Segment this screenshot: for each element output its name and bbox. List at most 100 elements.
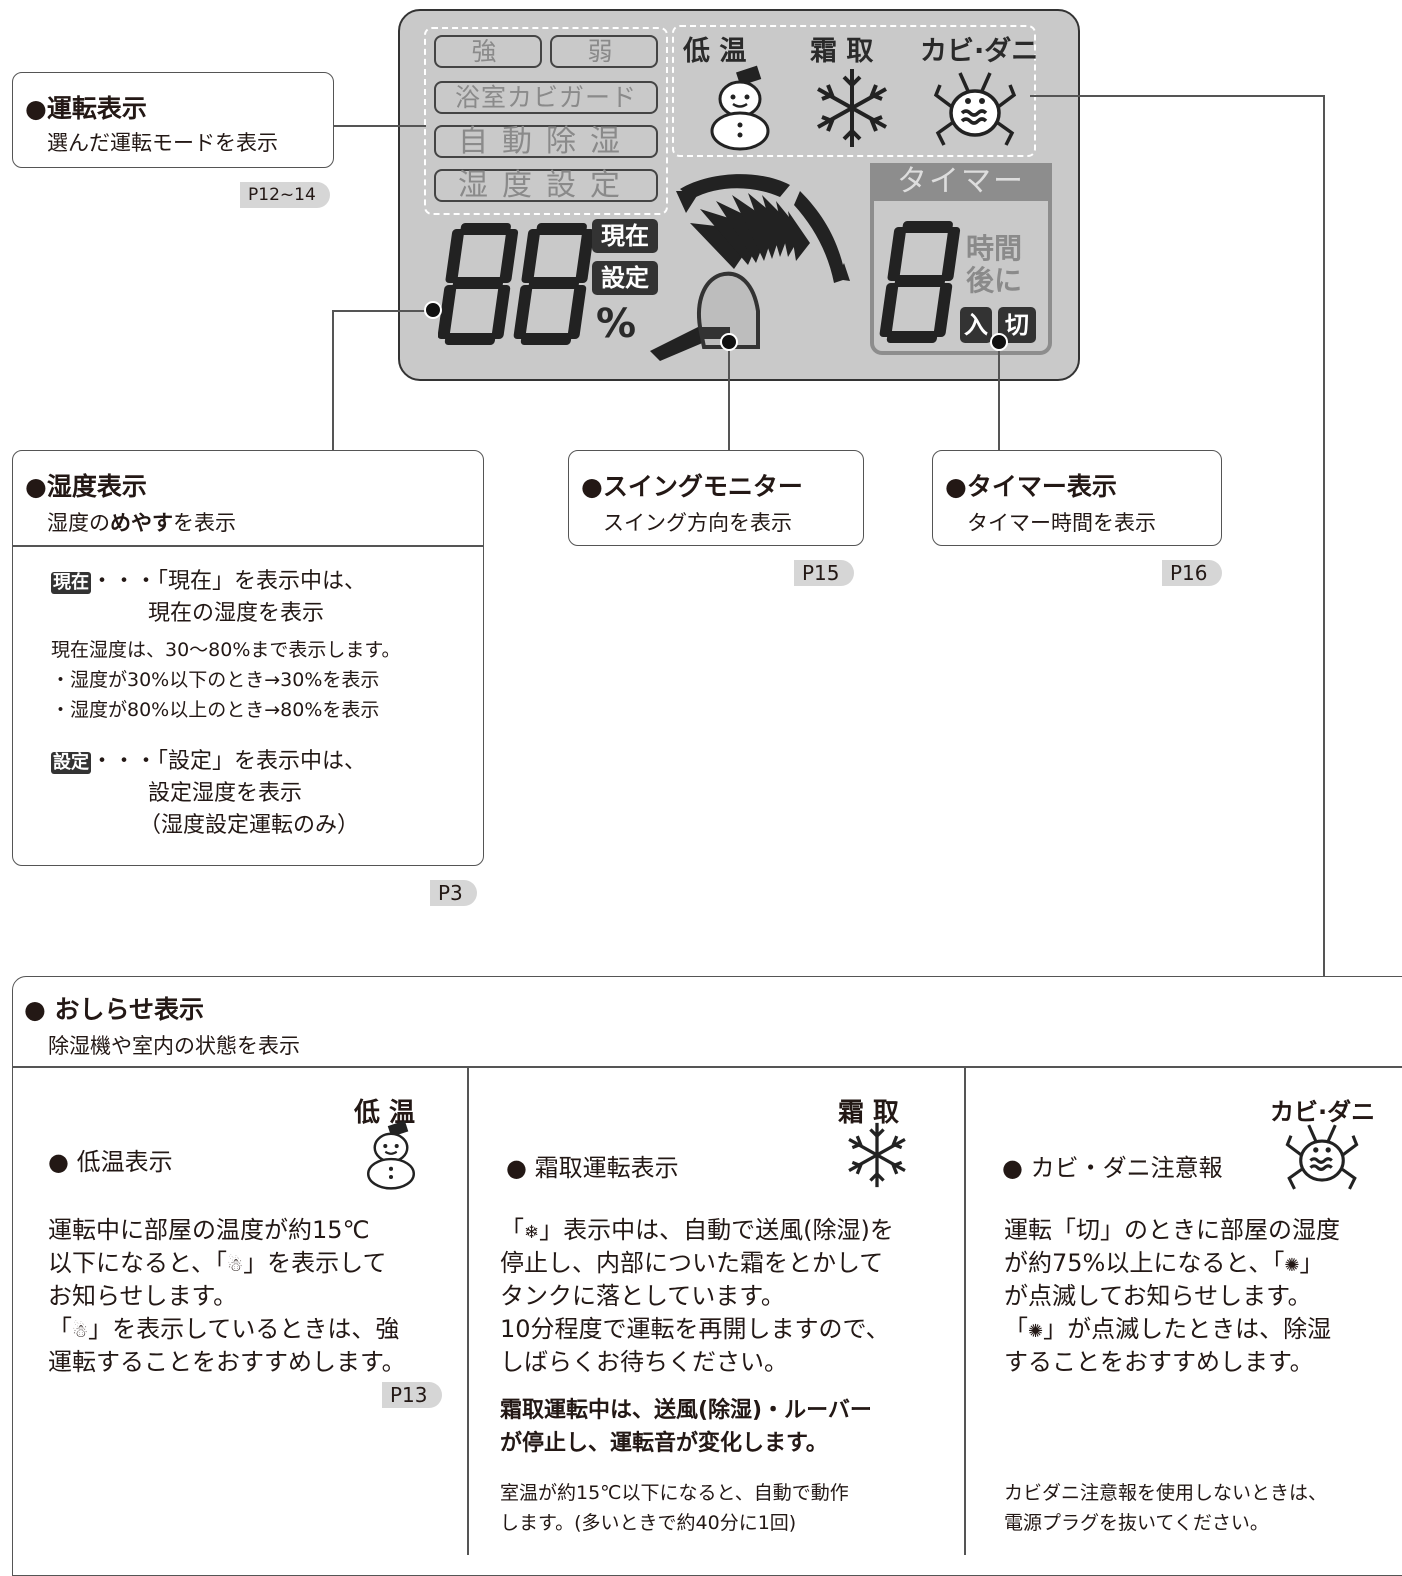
defrost-small1: 室温が約15℃以下になると、自動で動作 [500, 1482, 849, 1504]
range-note: 現在湿度は、30〜80%まで表示します。 [51, 639, 401, 661]
low-temp-page-ref: P13 [382, 1382, 442, 1408]
lcd-mode-auto: 自動除湿 [434, 125, 658, 158]
defrost-line4: 10分程度で運転を再開しますので、 [500, 1315, 890, 1343]
snowflake-inline-icon: ❄ [524, 1222, 540, 1243]
low-temp-line1: 運転中に部屋の温度が約15℃ [48, 1216, 370, 1244]
timer-title: ●タイマー表示 [945, 472, 1117, 501]
setting-line2: 設定湿度を表示 [148, 781, 303, 806]
lcd-defrost-label: 霜 取 [810, 36, 874, 67]
low-temp-line3: お知らせします。 [48, 1282, 238, 1310]
operation-title: ●運転表示 [25, 94, 147, 123]
leader-swing [728, 346, 730, 450]
low-temp-line5: 運転することをおすすめします。 [48, 1348, 406, 1376]
operation-callout: ●運転表示 選んだ運転モードを表示 [12, 72, 334, 168]
humidity-dot [424, 301, 442, 319]
humidity-desc: 湿度のめやすを表示 [47, 511, 236, 535]
mode-group [424, 27, 668, 215]
operation-desc: 選んだ運転モードを表示 [47, 131, 278, 155]
notice-col-divider-1 [467, 1066, 469, 1555]
swing-dot [720, 333, 738, 351]
notice-desc: 除湿機や室内の状態を表示 [48, 1034, 300, 1058]
current-line2: 現在の湿度を表示 [148, 601, 325, 626]
timer-digit [879, 221, 961, 343]
mold-line4: 「✺」が点滅したときは、除湿 [1004, 1315, 1332, 1343]
defrost-bold2: が停止し、運転音が変化します。 [500, 1431, 828, 1456]
humidity-digits [438, 223, 594, 345]
defrost-snowflake-icon [848, 1122, 906, 1188]
leader-notice-v [1323, 95, 1325, 977]
leader-operation [334, 125, 426, 127]
snowman-inline-icon: ☃ [72, 1321, 89, 1342]
mite-inline-icon: ✺ [1028, 1321, 1044, 1342]
setting-line3: （湿度設定運転のみ） [139, 813, 360, 838]
lcd-mode-bath: 浴室カビガード [434, 81, 658, 114]
swing-callout: ●スイングモニター スイング方向を表示 [568, 450, 864, 546]
lcd-setting-badge: 設定 [592, 261, 658, 295]
lcd-current-badge: 現在 [592, 219, 658, 253]
lcd-mode-weak: 弱 [550, 35, 658, 68]
current-line1: 現在・・・「現在」を表示中は、 [51, 569, 367, 594]
defrost-small2: します。(多いときで約40分に1回) [500, 1512, 797, 1534]
low-note: ・湿度が30%以下のとき→30%を表示 [51, 669, 380, 691]
swing-fan-graphic [650, 174, 850, 361]
defrost-line5: しばらくお待ちください。 [500, 1348, 788, 1376]
humidity-title: ●湿度表示 [25, 472, 147, 501]
lcd-timer-off: 切 [998, 307, 1036, 343]
timer-desc: タイマー時間を表示 [967, 511, 1156, 535]
defrost-line1: 「❄」表示中は、自動で送風(除湿)を [500, 1216, 894, 1244]
lcd-mold-label: カビ·ダニ [920, 36, 1039, 67]
timer-page-ref: P16 [1162, 560, 1222, 586]
defrost-bold1: 霜取運転中は、送風(除湿)・ルーバー [500, 1398, 872, 1423]
defrost-title: ● 霜取運転表示 [506, 1154, 679, 1182]
leader-humidity-v [332, 310, 334, 450]
notice-col-divider-2 [964, 1066, 966, 1555]
low-temp-snowman-icon [366, 1120, 416, 1190]
defrost-line3: タンクに落としています。 [500, 1282, 785, 1310]
snowflake-icon [817, 69, 887, 147]
lcd-mode-humid-set: 湿度設定 [434, 169, 658, 202]
defrost-icon-label: 霜 取 [838, 1098, 900, 1128]
defrost-line2: 停止し、内部についた霜をとかして [500, 1249, 884, 1277]
humidity-callout: ●湿度表示 湿度のめやすを表示 現在・・・「現在」を表示中は、 現在の湿度を表示… [12, 450, 484, 866]
humidity-divider [13, 545, 483, 547]
lcd-timer-after: 後に [966, 264, 1023, 297]
lcd-timer-header: タイマー [870, 163, 1052, 201]
mite-icon [933, 72, 1017, 146]
lcd-percent: % [596, 301, 637, 347]
setting-badge: 設定 [51, 752, 91, 774]
current-badge: 現在 [51, 572, 91, 594]
notice-title: ● おしらせ表示 [24, 995, 205, 1024]
snowman-icon [710, 65, 770, 151]
mold-line2: が約75%以上になると、「✺」 [1004, 1249, 1324, 1277]
mold-small2: 電源プラグを抜いてください。 [1004, 1512, 1269, 1534]
operation-page-ref: P12~14 [240, 182, 330, 208]
swing-page-ref: P15 [794, 560, 854, 586]
timer-callout: ●タイマー表示 タイマー時間を表示 [932, 450, 1222, 546]
mite-inline-icon: ✺ [1284, 1255, 1300, 1276]
low-temp-title: ● 低温表示 [48, 1148, 173, 1176]
mold-mite-icon [1285, 1124, 1359, 1190]
mold-title: ● カビ・ダニ注意報 [1002, 1154, 1223, 1182]
lcd-low-temp-label: 低 温 [683, 36, 747, 67]
low-temp-line2: 以下になると、「☃」を表示して [48, 1249, 387, 1277]
timer-dot [990, 333, 1008, 351]
leader-timer [998, 346, 1000, 450]
swing-desc: スイング方向を表示 [603, 511, 792, 535]
mold-small1: カビダニ注意報を使用しないときは、 [1004, 1482, 1328, 1504]
notice-divider [12, 1066, 1402, 1068]
mold-line1: 運転「切」のときに部屋の湿度 [1004, 1216, 1340, 1244]
lcd-timer-on: 入 [960, 307, 992, 343]
swing-title: ●スイングモニター [581, 472, 803, 501]
lcd-timer-hour: 時間 [966, 232, 1023, 265]
notice-group [672, 25, 1036, 157]
mold-line5: することをおすすめします。 [1004, 1348, 1314, 1376]
high-note: ・湿度が80%以上のとき→80%を表示 [51, 699, 380, 721]
mold-icon-label: カビ·ダニ [1270, 1098, 1376, 1126]
setting-line1: 設定・・・「設定」を表示中は、 [51, 749, 367, 774]
lcd-panel: 強 弱 浴室カビガード 自動除湿 湿度設定 低 温 霜 取 カビ·ダニ [398, 9, 1080, 381]
leader-notice-h [1030, 95, 1324, 97]
leader-humidity-h [332, 310, 432, 312]
lcd-mode-strong: 強 [434, 35, 542, 68]
low-temp-line4: 「☃」を表示しているときは、強 [48, 1315, 400, 1343]
snowman-inline-icon: ☃ [227, 1255, 244, 1276]
